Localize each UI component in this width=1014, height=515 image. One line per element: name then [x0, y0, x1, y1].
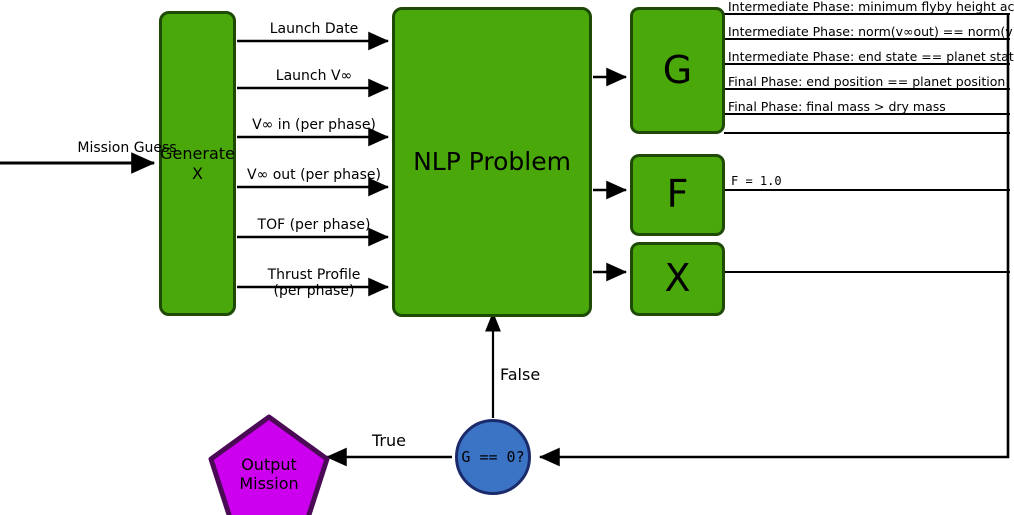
node-decision-label: G == 0? — [461, 448, 525, 466]
node-output-mission[interactable]: Output Mission — [210, 415, 328, 515]
node-decision-g-equals-zero[interactable]: G == 0? — [455, 419, 531, 495]
edge-label-launch-date: Launch Date — [269, 21, 359, 37]
node-x-label: X — [664, 256, 691, 301]
node-output-mission-label-line1: Output — [241, 455, 297, 474]
node-output-mission-label: Output Mission — [210, 455, 328, 493]
constraint-label-3: Intermediate Phase: end state == planet … — [728, 49, 1014, 64]
edge-nlp-outputs — [593, 67, 628, 282]
edge-label-true: True — [372, 431, 406, 450]
edge-label-thrust-profile: Thrust Profile (per phase) — [240, 267, 388, 299]
constraint-label-1: Intermediate Phase: minimum flyby height… — [728, 0, 1014, 14]
node-generate-x-label-line1: Generate — [160, 143, 235, 163]
objective-value-label: F = 1.0 — [731, 174, 782, 188]
node-f-label: F — [666, 172, 689, 217]
constraint-label-5: Final Phase: final mass > dry mass — [728, 99, 946, 114]
node-nlp-problem[interactable]: NLP Problem — [392, 7, 592, 317]
node-f[interactable]: F — [630, 154, 725, 236]
node-g-label: G — [662, 47, 693, 92]
node-x[interactable]: X — [630, 242, 725, 316]
edge-label-vinf-out: V∞ out (per phase) — [247, 167, 381, 183]
edge-label-false: False — [500, 365, 541, 384]
edge-label-tof: TOF (per phase) — [257, 217, 371, 233]
edge-label-thrust-profile-line1: Thrust Profile — [267, 267, 361, 283]
node-g[interactable]: G — [630, 7, 725, 134]
node-nlp-problem-label: NLP Problem — [413, 147, 571, 177]
edge-label-thrust-profile-line2: (per phase) — [273, 283, 355, 300]
node-generate-x[interactable]: Generate X — [159, 11, 236, 316]
edge-label-launch-vinf: Launch V∞ — [275, 68, 353, 84]
node-generate-x-label-line2: X — [192, 163, 203, 183]
constraint-label-2: Intermediate Phase: norm(v∞out) == norm(… — [728, 24, 1014, 39]
node-output-mission-label-line2: Mission — [239, 474, 299, 494]
edge-label-mission-guess: Mission Guess — [77, 140, 177, 156]
edge-label-vinf-in: V∞ in (per phase) — [252, 117, 376, 133]
constraint-label-4: Final Phase: end position == planet posi… — [728, 74, 1006, 89]
